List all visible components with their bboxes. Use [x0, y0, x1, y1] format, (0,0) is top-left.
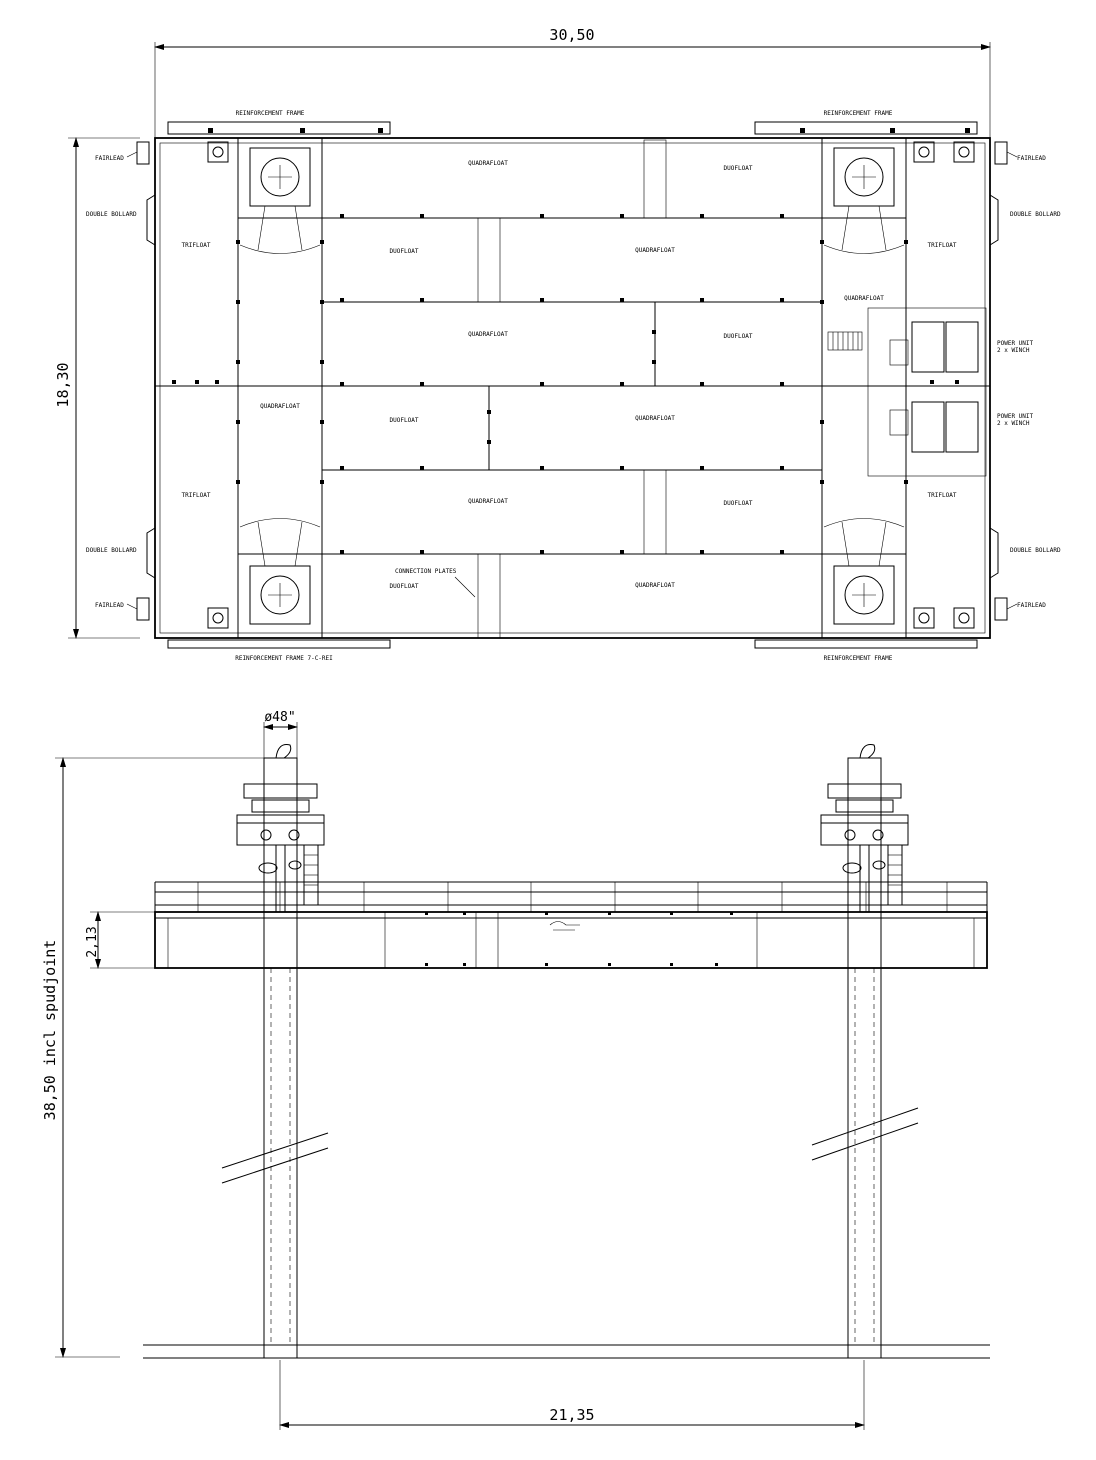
double-bollard-label-tr: DOUBLE BOLLARD — [1010, 211, 1061, 218]
trifloat-label-1: TRIFLOAT — [182, 242, 211, 249]
overall-length-value: 30,50 — [549, 26, 594, 44]
elevation-view: ø48" 38,50 incl spudjoint 2,13 21,35 — [41, 710, 990, 1430]
corner-bollards — [207, 141, 975, 629]
spud-diameter-value: ø48" — [264, 710, 295, 725]
duofloat-label-3: DUOFLOAT — [724, 333, 753, 340]
fairlead-label-br: FAIRLEAD — [1017, 602, 1046, 609]
duofloat-label-5: DUOFLOAT — [724, 500, 753, 507]
double-bollard-label-br: DOUBLE BOLLARD — [1010, 547, 1061, 554]
quadrafloat-label-8: QUADRAFLOAT — [844, 295, 884, 302]
module-grid — [155, 138, 990, 639]
spud-well-bl — [239, 518, 321, 625]
plan-labels: FAIRLEAD FAIRLEAD FAIRLEAD FAIRLEAD DOUB… — [86, 151, 1061, 610]
spud-jack-left — [236, 783, 325, 912]
pontoon-hull-elevation — [154, 911, 988, 969]
spud-wells-plan — [239, 147, 905, 625]
trifloat-label-4: TRIFLOAT — [928, 492, 957, 499]
pontoon-height-dimension: 2,13 — [85, 911, 160, 969]
reinforcement-frames: REINFORCEMENT FRAME REINFORCEMENT FRAME … — [167, 110, 978, 662]
spud-right — [811, 744, 919, 1359]
overall-width-dimension: 18,30 — [54, 137, 140, 639]
connection-plates-label: CONNECTION PLATES — [395, 568, 457, 575]
duofloat-label-6: DUOFLOAT — [390, 583, 419, 590]
quadrafloat-label-2: QUADRAFLOAT — [635, 247, 675, 254]
spud-spacing-value: 21,35 — [549, 1406, 594, 1424]
bolt-marks — [172, 214, 959, 554]
spud-jack-right — [820, 783, 909, 912]
plan-view: 30,50 18,30 REINFORCEMENT FRAME REINFORC… — [54, 26, 1061, 662]
duofloat-label-1: DUOFLOAT — [724, 165, 753, 172]
fairlead-label-tr: FAIRLEAD — [1017, 155, 1046, 162]
power-unit-area — [827, 307, 987, 477]
reinforcement-frame-label-br: REINFORCEMENT FRAME — [824, 655, 893, 662]
fairlead-label-bl: FAIRLEAD — [95, 602, 124, 609]
reinforcement-frame-label-tl: REINFORCEMENT FRAME — [236, 110, 305, 117]
spud-spacing-dimension: 21,35 — [279, 1360, 865, 1430]
quadrafloat-label-1: QUADRAFLOAT — [468, 160, 508, 167]
power-unit-label-1: POWER UNIT — [997, 340, 1034, 347]
quadrafloat-label-3: QUADRAFLOAT — [468, 331, 508, 338]
trifloat-label-2: TRIFLOAT — [182, 492, 211, 499]
spud-diameter-dimension: ø48" — [263, 710, 298, 760]
fairlead-label-tl: FAIRLEAD — [95, 155, 124, 162]
quadrafloat-label-7: QUADRAFLOAT — [260, 403, 300, 410]
reinforcement-frame-label-tr: REINFORCEMENT FRAME — [824, 110, 893, 117]
trifloat-label-3: TRIFLOAT — [928, 242, 957, 249]
pontoon-height-value: 2,13 — [85, 926, 100, 957]
deck-railing — [154, 881, 988, 912]
winch-label-1: 2 x WINCH — [997, 347, 1030, 354]
pontoon-outline — [136, 137, 1008, 639]
overall-width-value: 18,30 — [54, 362, 72, 407]
double-bollard-label-bl: DOUBLE BOLLARD — [86, 547, 137, 554]
stairs — [827, 331, 863, 351]
spud-left — [221, 744, 329, 1359]
duofloat-label-4: DUOFLOAT — [390, 417, 419, 424]
reinforcement-frame-label-bl: REINFORCEMENT FRAME 7-C-REI — [235, 655, 333, 662]
double-bollard-label-tl: DOUBLE BOLLARD — [86, 211, 137, 218]
quadrafloat-label-4: QUADRAFLOAT — [635, 415, 675, 422]
quadrafloat-label-5: QUADRAFLOAT — [468, 498, 508, 505]
spud-well-tr — [823, 147, 905, 254]
winch-label-2: 2 x WINCH — [997, 420, 1030, 427]
spud-length-value: 38,50 incl spudjoint — [41, 940, 59, 1121]
spud-well-br — [823, 518, 905, 625]
spud-well-tl — [239, 147, 321, 254]
quadrafloat-label-6: QUADRAFLOAT — [635, 582, 675, 589]
duofloat-label-2: DUOFLOAT — [390, 248, 419, 255]
overall-length-dimension: 30,50 — [154, 26, 991, 140]
power-unit-label-2: POWER UNIT — [997, 413, 1034, 420]
spud-length-dimension: 38,50 incl spudjoint — [41, 757, 280, 1358]
